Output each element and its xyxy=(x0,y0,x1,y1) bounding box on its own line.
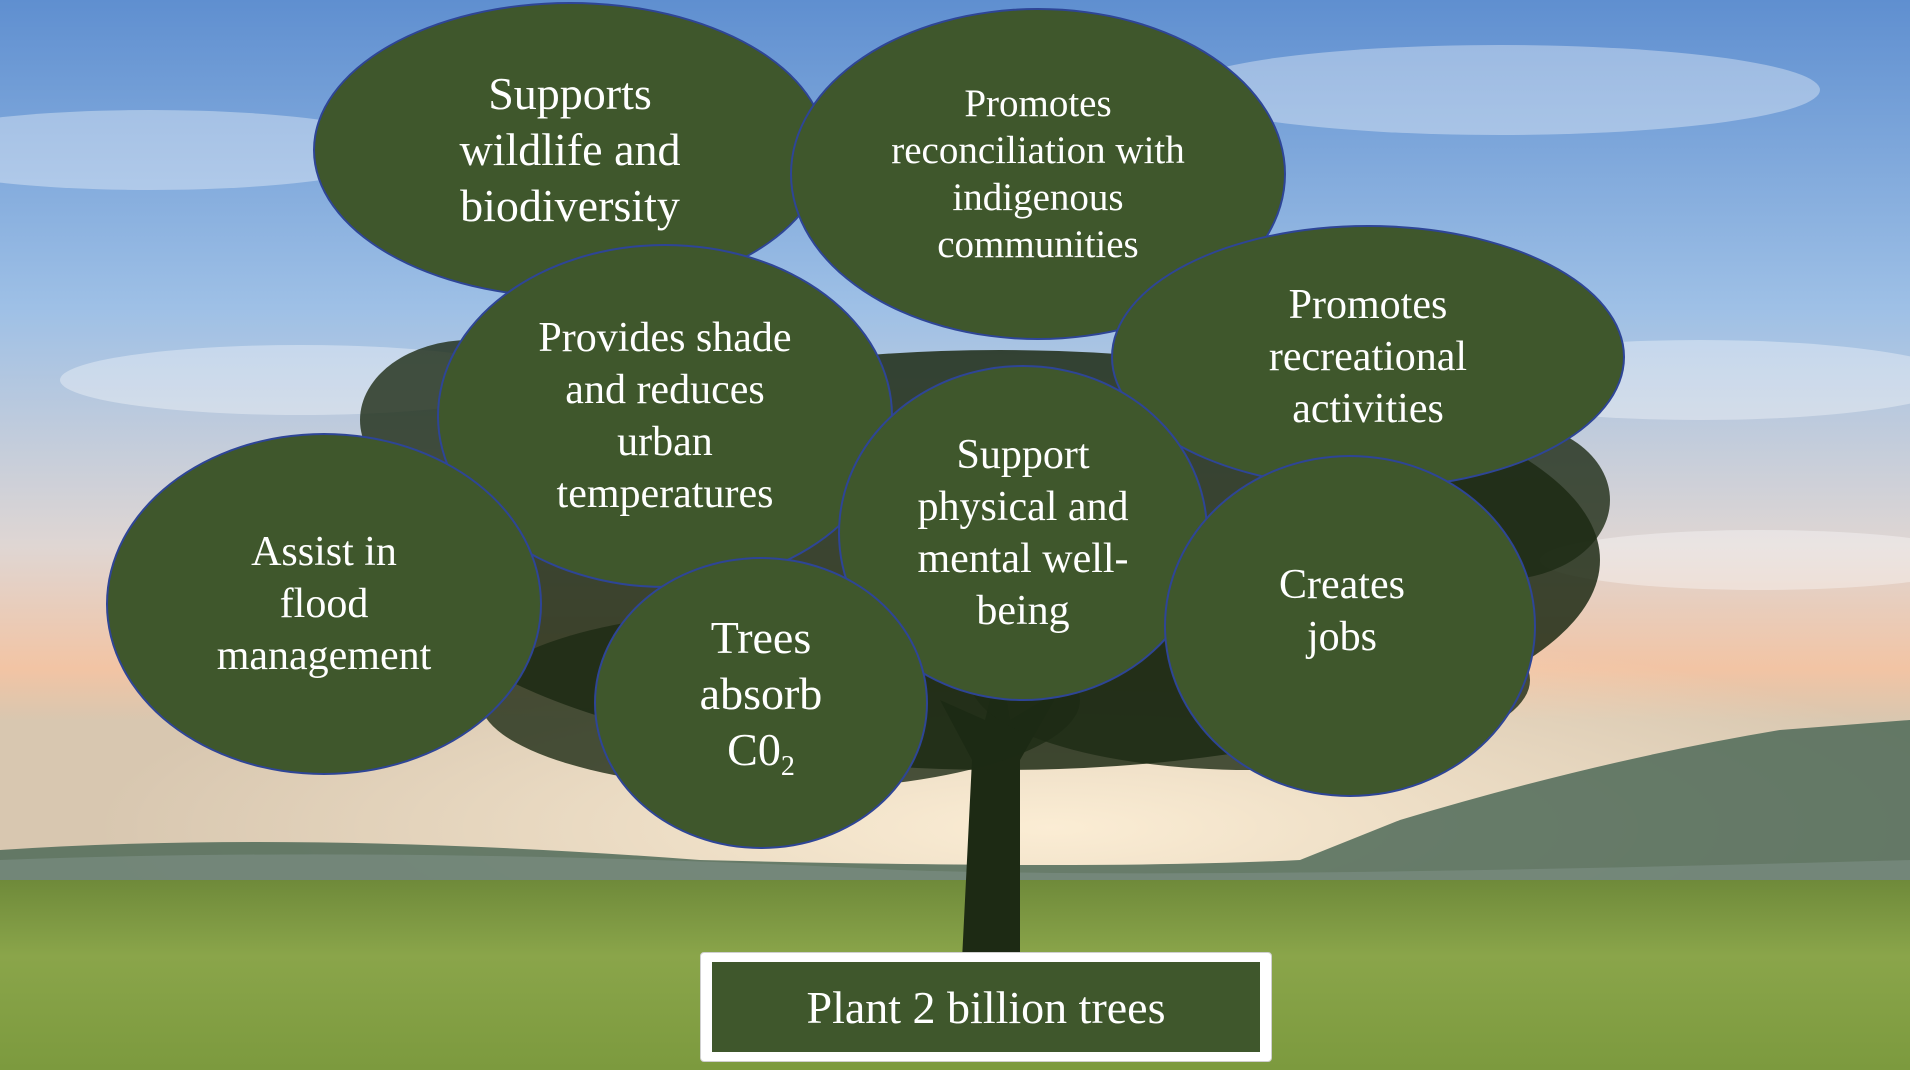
bubble-jobs-text: Creates jobs xyxy=(1279,562,1405,660)
bubble-flood: Assist in flood management xyxy=(106,433,542,775)
bubble-jobs: Creates jobs xyxy=(1164,455,1536,797)
bubble-wildlife: Supports wildlife and biodiversity xyxy=(313,2,827,298)
distant-hills xyxy=(0,720,1910,900)
bubble-flood-text: Assist in flood management xyxy=(216,529,432,679)
plant-trees-banner: Plant 2 billion trees xyxy=(712,962,1260,1052)
bubble-co2: Trees absorb C02 xyxy=(594,557,928,849)
bubble-wildlife-text: Supports wildlife and biodiversity xyxy=(459,68,681,231)
bubble-co2-main: Trees absorb C0 xyxy=(699,612,823,776)
bubble-co2-subscript: 2 xyxy=(780,751,795,783)
bubble-shade-text: Provides shade and reduces urban tempera… xyxy=(538,315,792,517)
bubble-reconciliation-text: Promotes reconciliation with indigenous … xyxy=(891,82,1185,266)
banner-label: Plant 2 billion trees xyxy=(806,981,1166,1033)
bubble-recreation: Promotes recreational activities xyxy=(1111,225,1625,489)
bubble-co2-text: Trees absorb C02 xyxy=(681,610,841,795)
bubble-recreation-text: Promotes recreational activities xyxy=(1268,282,1468,432)
bubble-reconciliation: Promotes reconciliation with indigenous … xyxy=(790,8,1286,340)
bubble-wellbeing-text: Support physical and mental well-being xyxy=(917,432,1129,634)
bubble-wellbeing: Support physical and mental well-being xyxy=(838,365,1208,701)
